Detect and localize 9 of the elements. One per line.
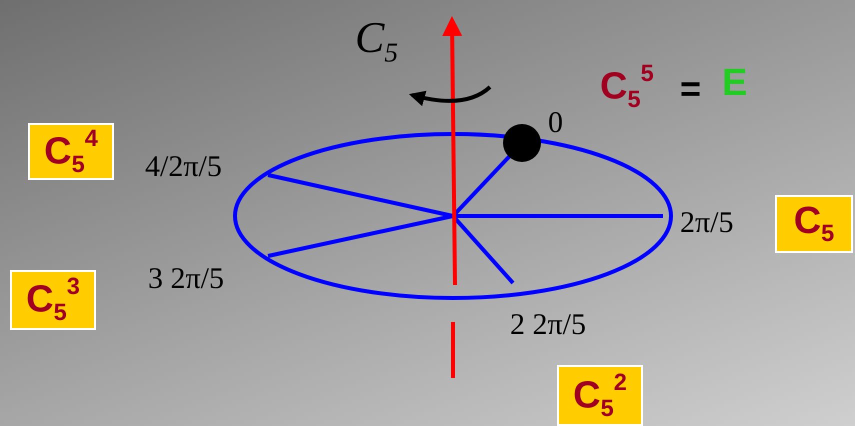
identity-label: E bbox=[722, 62, 748, 105]
angle-label: 2π/5 bbox=[680, 206, 734, 240]
angle-label: 0 bbox=[548, 106, 563, 140]
angle-label: 2 2π/5 bbox=[510, 308, 586, 342]
angle-label: 4/2π/5 bbox=[145, 150, 222, 184]
angle-label: 3 2π/5 bbox=[148, 262, 224, 296]
symmetry-operation-box: C$_{5}$ bbox=[775, 195, 853, 253]
equals-sign: = bbox=[680, 68, 702, 110]
axis-label: C$_{5}$ bbox=[355, 12, 398, 69]
